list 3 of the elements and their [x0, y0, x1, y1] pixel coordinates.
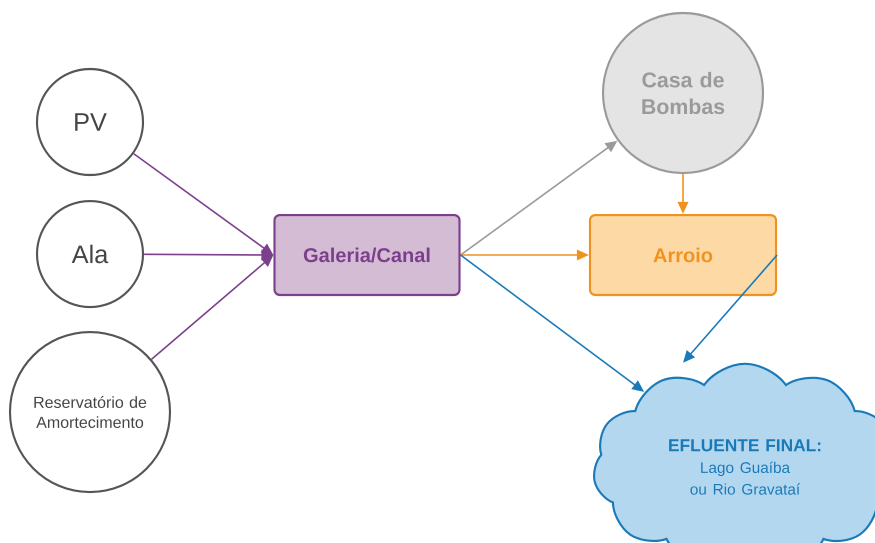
process-box: Arroio: [588, 214, 778, 296]
outlet-cloud: EFLUENTE FINAL: Lago Guaíba ou Rio Gravataí: [593, 362, 875, 543]
process-box: Galeria/Canal: [273, 214, 461, 296]
